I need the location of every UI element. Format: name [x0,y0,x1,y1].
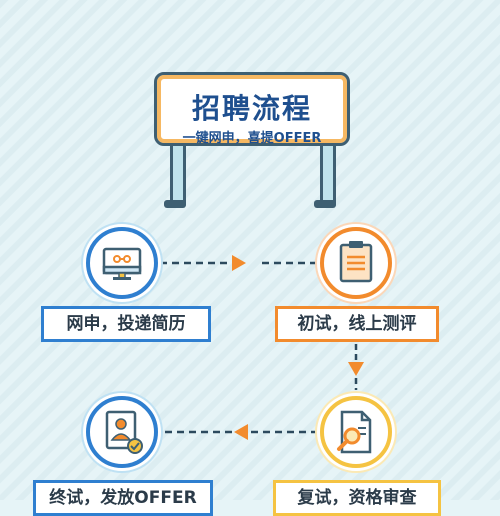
sign-board-inner: 招聘流程 一键网申，喜提OFFER [165,83,339,146]
sign-subtitle: 一键网申，喜提OFFER [182,131,322,146]
user-approved-icon [105,410,143,454]
step-2-label: 初试，线上测评 [275,306,439,342]
flow-connectors [160,255,364,440]
clipboard-icon [339,241,373,283]
step-3-label: 复试，资格审查 [273,480,441,516]
step-1-label: 网申，投递简历 [41,306,211,342]
step-4-label: 终试，发放OFFER [33,480,213,516]
document-search-icon [337,410,372,454]
step-4-node [86,396,158,468]
monitor-icon [102,247,142,280]
sign-post-base-right [314,200,336,208]
step-3-node [320,396,392,468]
sign-title: 招聘流程 [191,92,312,125]
sign-board: 招聘流程 一键网申，喜提OFFER [154,72,350,146]
arrow-step1-step2 [232,255,246,271]
step-2-node [320,227,392,299]
arrow-step3-step4 [234,424,248,440]
sign-post-base-left [164,200,186,208]
arrow-step2-step3 [348,362,364,376]
step-1-node [86,227,158,299]
